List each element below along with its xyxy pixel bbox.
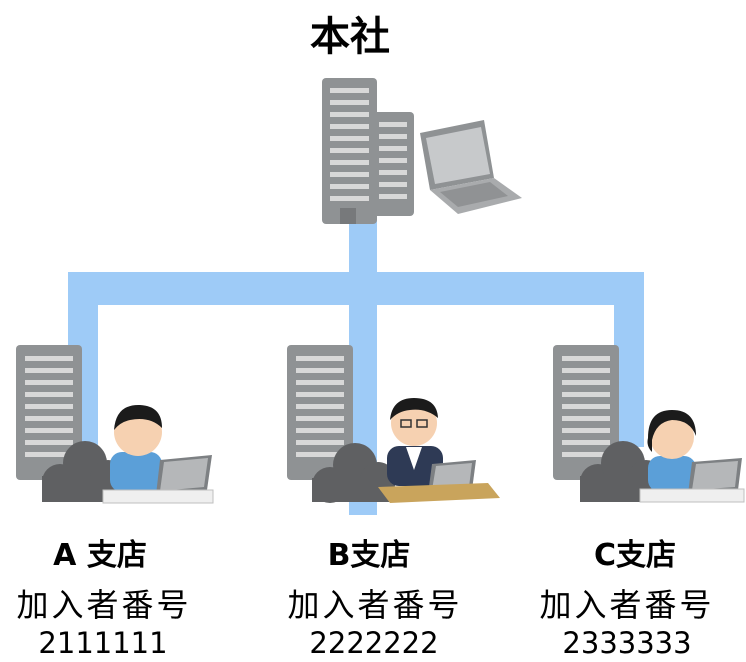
branch-c-name: C支店 — [593, 538, 677, 573]
branch-b-subscriber-label: 加入者番号 — [287, 586, 463, 624]
branch-a-illustration — [16, 345, 214, 504]
worker-icon — [647, 410, 696, 492]
hq-building-icon — [322, 78, 414, 224]
office-building-icon — [553, 345, 619, 480]
laptop-icon — [156, 455, 212, 495]
worker-icon — [110, 404, 162, 492]
branch-b-illustration — [287, 345, 500, 503]
branch-c-illustration — [553, 345, 745, 503]
office-building-icon — [287, 345, 353, 480]
branch-a-subscriber-label: 加入者番号 — [16, 586, 192, 624]
branch-b-subscriber-number: 2222222 — [309, 626, 439, 660]
worker-icon — [387, 398, 443, 486]
branch-c-subscriber-label: 加入者番号 — [539, 586, 715, 624]
office-building-icon — [16, 345, 82, 480]
headquarters-title: 本社 — [310, 14, 390, 60]
hq-laptop-icon — [420, 120, 522, 214]
desk — [378, 483, 500, 503]
network-line-bus — [68, 272, 643, 305]
branch-a-name: A 支店 — [53, 538, 147, 573]
branch-a-subscriber-number: 2111111 — [38, 626, 168, 660]
branch-c-subscriber-number: 2333333 — [562, 626, 692, 660]
branch-b-name: B支店 — [327, 538, 411, 573]
laptop-icon — [688, 458, 742, 494]
